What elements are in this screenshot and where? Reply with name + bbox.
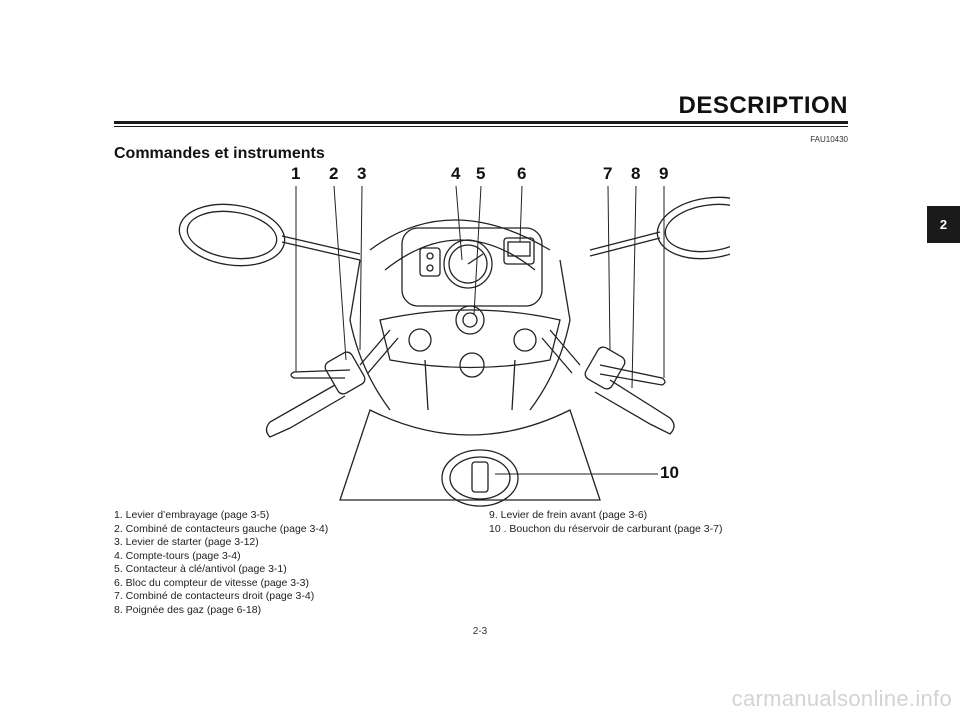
- reference-code: FAU10430: [810, 135, 848, 144]
- legend-item: 8. Poignée des gaz (page 6-18): [114, 603, 262, 616]
- watermark[interactable]: carmanualsonline.info: [731, 686, 952, 711]
- header-rule-thin: [114, 126, 848, 127]
- fuel-tank-cap: [441, 449, 519, 507]
- brake-lever: [599, 364, 666, 386]
- callout-1: 1: [291, 164, 301, 183]
- legend-item: 4. Compte-tours (page 3-4): [114, 549, 241, 562]
- ignition-switch: [455, 305, 485, 335]
- legend-right-column: 9. Levier de frein avant (page 3-6) 10 .…: [489, 509, 722, 536]
- callout-9: 9: [659, 164, 669, 183]
- legend-left-column: 1. Levier d’embrayage (page 3-5) 2. Comb…: [114, 509, 328, 617]
- left-switch-block: [324, 351, 366, 395]
- legend-item: 1. Levier d’embrayage (page 3-5): [114, 509, 270, 521]
- legend-item: 10 . Bouchon du réservoir de carburant (…: [489, 522, 723, 535]
- callout-2: 2: [329, 164, 339, 183]
- subsection-title: Commandes et instruments: [114, 145, 325, 162]
- chapter-tab[interactable]: 2: [927, 206, 960, 243]
- callout-4: 4: [451, 164, 461, 183]
- callout-5: 5: [476, 164, 486, 183]
- left-mirror: [178, 203, 286, 267]
- legend-item: 6. Bloc du compteur de vitesse (page 3-3…: [114, 576, 309, 589]
- page-number: 2-3: [472, 626, 488, 637]
- fuel-tank: [339, 409, 601, 501]
- legend-item: 7. Combiné de contacteurs droit (page 3-…: [114, 590, 315, 602]
- legend-item: 2. Combiné de contacteurs gauche (page 3…: [114, 522, 329, 535]
- header-rule-thick: [114, 121, 848, 124]
- right-mirror: [656, 196, 730, 260]
- speedometer-display: [503, 237, 535, 265]
- handlebar-illustration: [178, 185, 730, 507]
- right-switch-block: [584, 346, 626, 390]
- callout-6: 6: [517, 164, 527, 183]
- legend-item: 9. Levier de frein avant (page 3-6): [489, 509, 648, 521]
- clutch-lever: [290, 369, 351, 379]
- tachometer: [443, 239, 493, 289]
- legend-item: 5. Contacteur à clé/antivol (page 3-1): [114, 563, 287, 575]
- callout-3: 3: [357, 164, 367, 183]
- legend-item: 3. Levier de starter (page 3-12): [114, 536, 259, 548]
- section-title: DESCRIPTION: [678, 92, 848, 119]
- callout-8: 8: [631, 164, 641, 183]
- callout-10: 10: [660, 463, 679, 482]
- callout-7: 7: [603, 164, 613, 183]
